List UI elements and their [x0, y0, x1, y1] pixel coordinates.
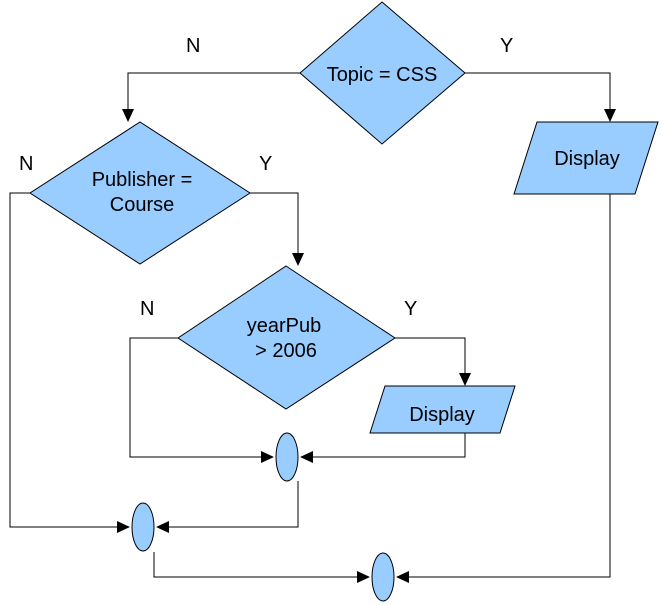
publisher-decision-label-1: Publisher = — [92, 169, 193, 191]
arrowhead-right — [357, 571, 370, 583]
connectors — [9, 72, 616, 583]
topic-no-label: N — [186, 35, 200, 57]
arrowhead-left — [156, 521, 169, 533]
display-year: Display — [369, 385, 516, 434]
display-year-label: Display — [409, 404, 475, 426]
yearpub-yes-label: Y — [404, 298, 417, 320]
arrowhead-down — [292, 253, 304, 266]
merge-connector-1 — [275, 432, 299, 482]
decision-diamond — [299, 1, 466, 145]
yearpub-decision-label-1: yearPub — [247, 315, 322, 337]
edge-yearpub-yes — [395, 337, 466, 374]
arrowhead-left — [300, 451, 313, 463]
topic-decision: Topic = CSS — [299, 1, 466, 145]
merge-connector-3 — [371, 552, 395, 602]
edge-display-year-out — [312, 433, 466, 458]
display-css-label: Display — [554, 148, 620, 170]
display-parallelogram — [369, 385, 516, 434]
arrowhead-right — [261, 451, 274, 463]
edge-publisher-no — [9, 192, 118, 528]
edge-merge1-out — [168, 481, 299, 528]
topic-yes-label: Y — [500, 35, 513, 57]
edge-topic-no — [127, 72, 300, 110]
publisher-decision-label-2: Course — [110, 194, 174, 216]
yearpub-decision: yearPub > 2006 — [177, 265, 396, 410]
yearpub-no-label: N — [140, 298, 154, 320]
decision-diamond — [29, 121, 251, 265]
edge-topic-yes — [465, 72, 611, 110]
display-css: Display — [513, 121, 659, 195]
arrowhead-right — [117, 521, 130, 533]
arrowhead-down — [604, 109, 616, 122]
edge-merge2-out — [153, 552, 358, 578]
arrowhead-left — [396, 571, 409, 583]
arrowhead-down — [122, 109, 134, 122]
edge-publisher-yes — [250, 192, 299, 254]
publisher-no-label: N — [19, 153, 33, 175]
publisher-yes-label: Y — [259, 153, 272, 175]
yearpub-decision-label-2: > 2006 — [255, 340, 317, 362]
topic-decision-label: Topic = CSS — [327, 64, 438, 86]
display-parallelogram — [513, 121, 659, 195]
edge-display-css-out — [408, 194, 611, 578]
decision-diamond — [177, 265, 396, 410]
branch-labels: N Y N Y N Y — [19, 35, 513, 320]
merge-connector-2 — [131, 502, 155, 552]
arrowhead-down — [459, 373, 471, 386]
publisher-decision: Publisher = Course — [29, 121, 251, 265]
edge-yearpub-no — [129, 337, 262, 458]
